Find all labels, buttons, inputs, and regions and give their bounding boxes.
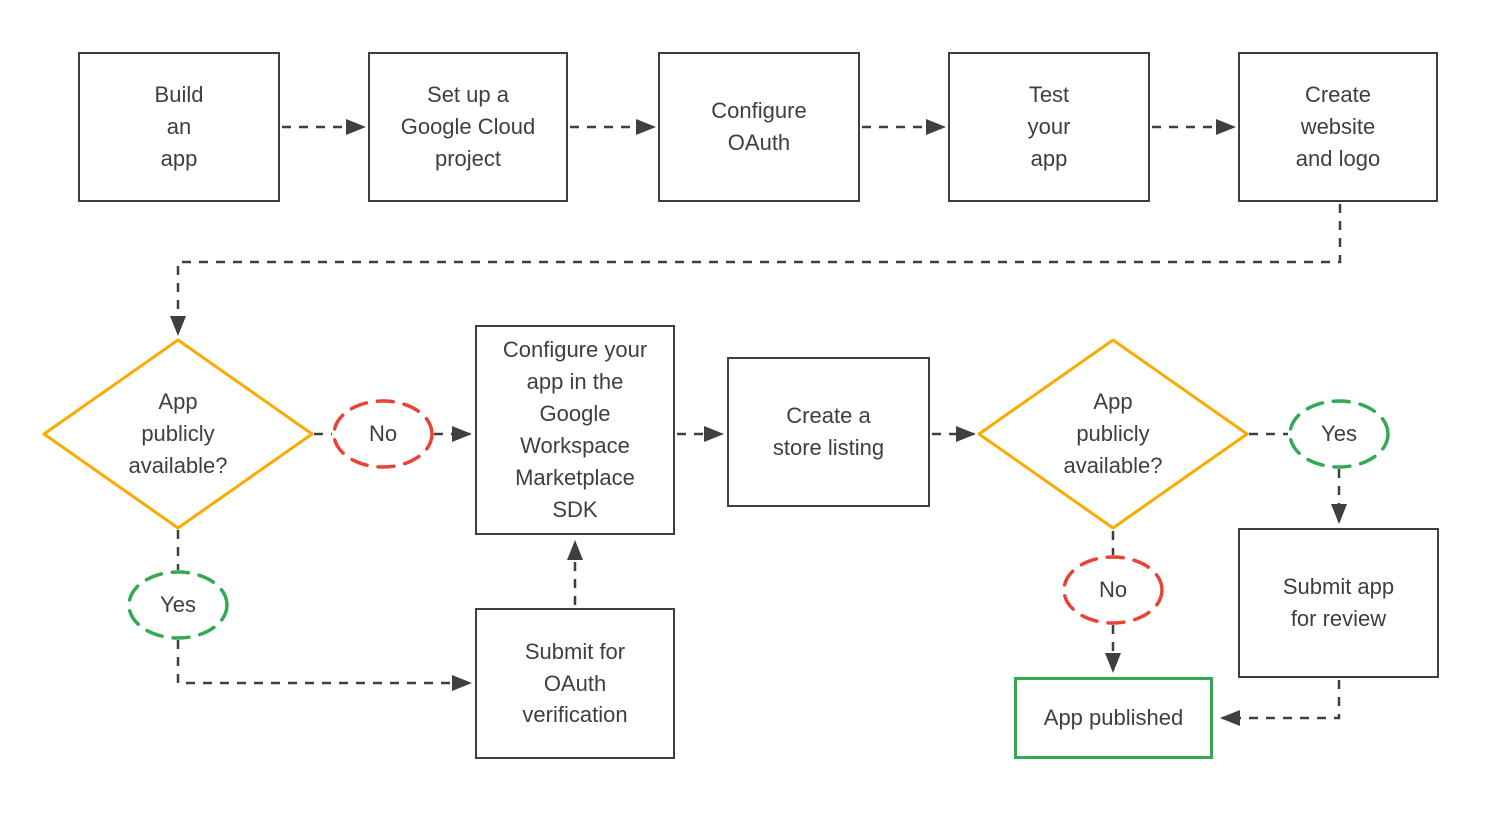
node-configure-oauth-label: Configure OAuth	[711, 98, 807, 155]
node-configure-oauth: Configure OAuth	[658, 52, 860, 202]
node-configure-sdk: Configure your app in the Google Workspa…	[475, 325, 675, 535]
node-app-published-label: App published	[1043, 705, 1184, 731]
node-configure-sdk-label: Configure your app in the Google Workspa…	[502, 337, 648, 522]
node-submit-oauth-label: Submit for OAuth verification	[522, 638, 628, 728]
decision2-diamond-shape	[977, 338, 1249, 530]
node-build-app-label: Build an app	[154, 82, 204, 171]
node-test-app-label: Test your app	[1027, 82, 1071, 171]
node-create-website: Create website and logo	[1238, 52, 1438, 202]
yes2-ellipse-shape	[1288, 399, 1390, 469]
node-store-listing: Create a store listing	[727, 357, 930, 507]
node-submit-review: Submit app for review	[1238, 528, 1439, 678]
connector-yes1-to-oauthverif	[176, 640, 472, 691]
no2-ellipse-shape	[1062, 555, 1164, 625]
node-test-app: Test your app	[948, 52, 1150, 202]
connector-website-to-decision1	[170, 204, 1342, 336]
node-app-published: App published	[1014, 677, 1213, 759]
node-submit-oauth: Submit for OAuth verification	[475, 608, 675, 759]
decision1-diamond-shape	[42, 338, 314, 530]
node-store-listing-label: Create a store listing	[772, 403, 885, 460]
node-submit-review-label: Submit app for review	[1282, 574, 1395, 631]
node-build-app: Build an app	[78, 52, 280, 202]
connector-review-to-published	[1220, 680, 1341, 726]
yes1-ellipse-shape	[127, 570, 229, 640]
no1-ellipse-shape	[332, 399, 434, 469]
node-setup-project-label: Set up a Google Cloud project	[400, 82, 536, 171]
node-setup-project: Set up a Google Cloud project	[368, 52, 568, 202]
node-create-website-label: Create website and logo	[1295, 82, 1381, 171]
